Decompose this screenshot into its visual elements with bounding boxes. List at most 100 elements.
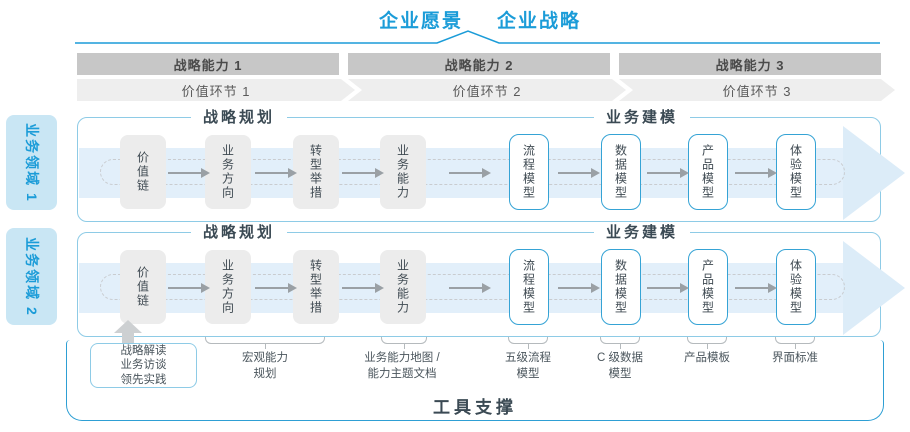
flow-box-label: 转型举措 bbox=[308, 259, 323, 315]
deliverable-label-process-model: 五级流程 模型 bbox=[488, 351, 568, 382]
flow-dashed-track bbox=[100, 159, 845, 185]
input-line: 战略解读 bbox=[120, 344, 167, 357]
label-line: C 级数据 bbox=[597, 352, 643, 364]
flow-box-label: 流程模型 bbox=[521, 259, 536, 315]
flow-arrow-icon bbox=[735, 168, 777, 178]
flow-box-label: 业务能力 bbox=[395, 259, 410, 315]
flow-arrow-icon bbox=[558, 168, 600, 178]
brace-icon bbox=[600, 337, 640, 349]
value-link-chevron-3: 价值环节 3 bbox=[619, 79, 895, 101]
flow-box-value-chain: 价值链 bbox=[120, 135, 166, 209]
modeling-header: 业务建模 bbox=[594, 108, 691, 128]
deliverable-label-capability-map: 业务能力地图 / 能力主题文档 bbox=[332, 351, 472, 382]
flow-box-process-model: 流程模型 bbox=[509, 134, 549, 210]
flow-box-label: 价值链 bbox=[135, 266, 150, 308]
brace-icon bbox=[775, 337, 815, 349]
flow-box-transformation-initiatives: 转型举措 bbox=[293, 250, 339, 324]
label-line: 模型 bbox=[608, 367, 632, 380]
flow-box-label: 产品模型 bbox=[700, 259, 715, 315]
deliverable-label-data-model: C 级数据 模型 bbox=[580, 351, 660, 382]
brace-icon bbox=[508, 337, 548, 349]
flow-arrow-icon bbox=[735, 283, 777, 293]
flow-box-label: 数据模型 bbox=[613, 144, 628, 200]
flow-box-label: 价值链 bbox=[135, 151, 150, 193]
tool-support-container bbox=[66, 340, 884, 421]
business-domain-panel-2: 战略规划 业务建模 价值链 业务方向 转型举措 业务能力 流程模型 数据模型 产… bbox=[77, 223, 905, 337]
brace-icon bbox=[205, 337, 325, 349]
planning-header: 战略规划 bbox=[191, 108, 288, 128]
capability-bar-label: 战略能力 1 bbox=[173, 57, 243, 73]
flow-box-label: 业务能力 bbox=[395, 144, 410, 200]
label-line: 界面标准 bbox=[772, 352, 818, 364]
label-line: 宏观能力 bbox=[242, 352, 288, 364]
flow-arrow-icon bbox=[168, 168, 210, 178]
flow-box-label: 流程模型 bbox=[521, 144, 536, 200]
flow-arrow-icon bbox=[449, 168, 491, 178]
value-link-label: 价值环节 2 bbox=[452, 83, 522, 99]
value-link-chevron-2: 价值环节 2 bbox=[348, 79, 626, 101]
vision-title: 企业愿景 bbox=[378, 11, 463, 32]
business-domain-pill-2: 业务领域 2 bbox=[6, 228, 57, 325]
capability-bar-1: 战略能力 1 bbox=[77, 53, 339, 75]
label-line: 产品模板 bbox=[684, 352, 730, 364]
value-link-chevron-1: 价值环节 1 bbox=[77, 79, 355, 101]
flow-arrowhead-icon bbox=[843, 241, 905, 335]
label-line: 模型 bbox=[516, 367, 540, 380]
flow-arrow-icon bbox=[647, 283, 689, 293]
flow-box-label: 业务方向 bbox=[220, 144, 235, 200]
flow-arrow-icon bbox=[255, 283, 297, 293]
strategy-inputs-box: 战略解读 业务访谈 领先实践 bbox=[90, 343, 197, 388]
flow-box-data-model: 数据模型 bbox=[601, 134, 641, 210]
label-line: 业务能力地图 / bbox=[364, 352, 440, 364]
deliverable-label-product-template: 产品模板 bbox=[667, 351, 747, 367]
up-arrow-stem bbox=[122, 332, 134, 344]
value-link-label: 价值环节 3 bbox=[722, 83, 792, 99]
input-line: 领先实践 bbox=[120, 373, 167, 386]
input-line: 业务访谈 bbox=[120, 359, 167, 372]
flow-box-label: 体验模型 bbox=[788, 259, 803, 315]
flow-box-process-model: 流程模型 bbox=[509, 249, 549, 325]
brace-icon bbox=[381, 337, 427, 349]
business-domain-pill-1: 业务领域 1 bbox=[6, 115, 57, 210]
capability-bar-label: 战略能力 2 bbox=[444, 57, 514, 73]
flow-arrow-icon bbox=[255, 168, 297, 178]
value-link-label: 价值环节 1 bbox=[181, 83, 251, 99]
planning-header: 战略规划 bbox=[191, 223, 288, 243]
flow-box-label: 转型举措 bbox=[308, 144, 323, 200]
flow-box-label: 数据模型 bbox=[613, 259, 628, 315]
flow-box-product-model: 产品模型 bbox=[688, 134, 728, 210]
flow-box-business-direction: 业务方向 bbox=[205, 135, 251, 209]
flow-box-product-model: 产品模型 bbox=[688, 249, 728, 325]
flow-box-transformation-initiatives: 转型举措 bbox=[293, 135, 339, 209]
up-arrow-icon bbox=[114, 320, 142, 333]
label-line: 规划 bbox=[253, 367, 277, 380]
flow-box-data-model: 数据模型 bbox=[601, 249, 641, 325]
flow-arrow-icon bbox=[449, 283, 491, 293]
strategy-title: 企业战略 bbox=[497, 11, 582, 32]
flow-dashed-track bbox=[100, 274, 845, 300]
business-domain-label: 业务领域 2 bbox=[23, 236, 40, 317]
flow-arrow-icon bbox=[342, 283, 384, 293]
business-domain-panel-1: 战略规划 业务建模 价值链 业务方向 转型举措 业务能力 流程模型 数据模型 产… bbox=[77, 108, 905, 222]
capability-bar-3: 战略能力 3 bbox=[619, 53, 881, 75]
capability-bar-2: 战略能力 2 bbox=[348, 53, 610, 75]
flow-box-label: 体验模型 bbox=[788, 144, 803, 200]
flow-box-business-capability: 业务能力 bbox=[380, 250, 426, 324]
flow-box-label: 业务方向 bbox=[220, 259, 235, 315]
top-title-row: 企业愿景 企业战略 bbox=[50, 6, 910, 33]
modeling-header: 业务建模 bbox=[594, 223, 691, 243]
flow-arrowhead-icon bbox=[843, 126, 905, 220]
flow-box-value-chain: 价值链 bbox=[120, 250, 166, 324]
flow-arrow-icon bbox=[168, 283, 210, 293]
business-domain-label: 业务领域 1 bbox=[23, 122, 40, 203]
flow-arrow-icon bbox=[558, 283, 600, 293]
deliverable-label-macro-capability: 宏观能力 规划 bbox=[215, 351, 315, 382]
brace-icon bbox=[687, 337, 727, 349]
capability-bar-label: 战略能力 3 bbox=[715, 57, 785, 73]
flow-box-business-direction: 业务方向 bbox=[205, 250, 251, 324]
flow-box-experience-model: 体验模型 bbox=[776, 249, 816, 325]
tool-support-title: 工具支撑 bbox=[433, 398, 517, 417]
vision-pointer-line bbox=[75, 30, 880, 44]
flow-box-label: 产品模型 bbox=[700, 144, 715, 200]
